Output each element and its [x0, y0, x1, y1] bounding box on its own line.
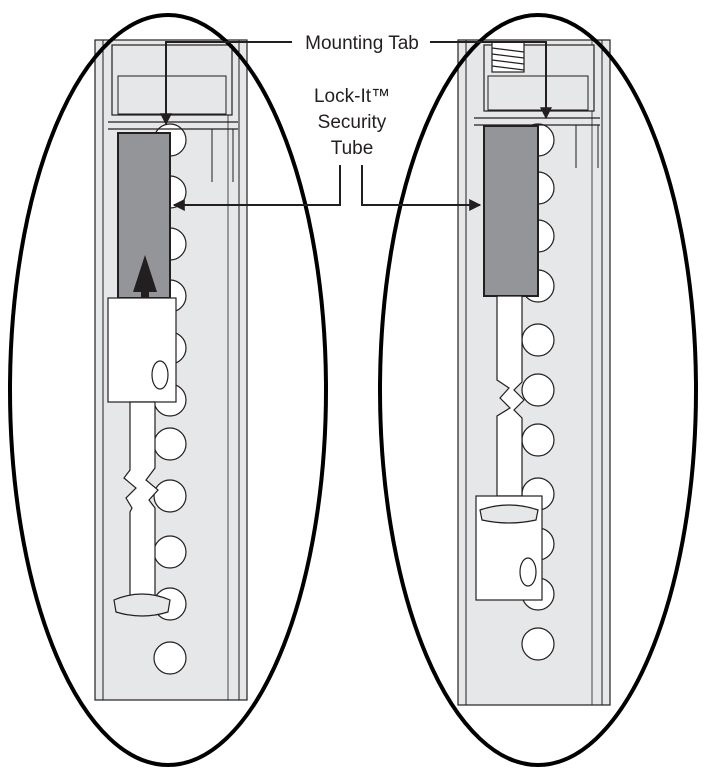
- mounting-tab-label: Mounting Tab: [305, 33, 419, 54]
- mounting-tab-text: Mounting Tab: [305, 33, 419, 54]
- up-arrow-icon: [133, 255, 157, 330]
- tube-label-line1: Lock-It™: [314, 86, 390, 107]
- left-mounting-tab: [108, 44, 238, 182]
- left-rod: [113, 401, 171, 617]
- right-rod: [496, 295, 525, 497]
- security-tube-label: Lock-It™ Security Tube: [314, 86, 390, 159]
- screw-icon: [491, 41, 525, 73]
- tube-label-line3: Tube: [331, 138, 374, 159]
- right-mounting-tab: [474, 41, 600, 168]
- right-security-tube: [483, 125, 539, 297]
- callout-lines: [160, 41, 552, 211]
- left-coupler: [107, 297, 177, 403]
- right-panel: [378, 13, 698, 767]
- left-detail-ellipse: [8, 13, 328, 767]
- right-coupler: [475, 495, 543, 601]
- right-detail-ellipse: [378, 13, 698, 767]
- left-panel: [8, 13, 328, 767]
- tube-label-line2: Security: [318, 112, 387, 133]
